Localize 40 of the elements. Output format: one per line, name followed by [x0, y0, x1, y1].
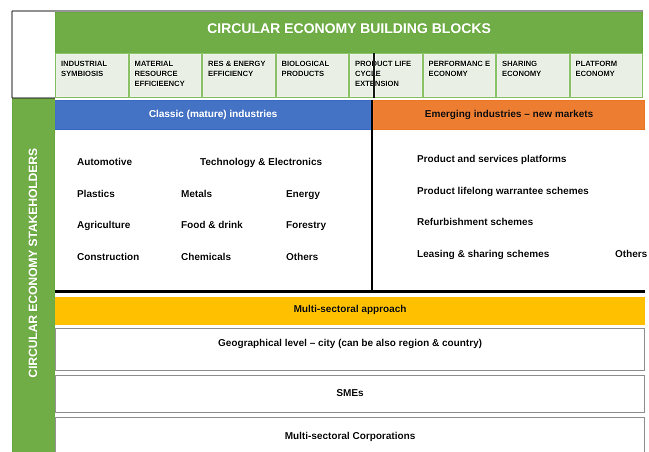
market-item: Others — [615, 248, 648, 260]
industry-item: Automotive — [77, 157, 132, 168]
market-item: Refurbishment schemes — [417, 217, 534, 228]
building-block-cell — [128, 53, 202, 98]
band-label: Multi-sectoral approach — [292, 304, 408, 315]
industry-item: Chemicals — [181, 252, 232, 262]
industry-item: Food & drink — [181, 220, 243, 231]
building-block-cell — [55, 53, 128, 98]
market-item: Leasing & sharing schemes — [417, 248, 550, 260]
industry-item: Others — [286, 252, 318, 262]
building-block-cell — [349, 53, 422, 98]
building-block-cell — [276, 53, 349, 98]
side-band — [12, 98, 55, 452]
building-block-cell — [202, 53, 276, 98]
market-item: Product lifelong warrantee schemes — [417, 186, 589, 196]
approach-band — [55, 297, 645, 325]
market-item: Product and services platforms — [417, 154, 566, 165]
level-band — [55, 328, 645, 371]
industry-item: Agriculture — [77, 220, 130, 231]
level-band — [55, 417, 645, 452]
industry-item: Forestry — [286, 220, 326, 231]
industry-item: Metals — [181, 188, 212, 200]
band-label: Multi-sectoral Corporations — [284, 431, 416, 442]
building-block-cell — [570, 53, 643, 98]
industry-panel — [55, 100, 373, 293]
panel-header: Emerging industries – new markets — [373, 100, 645, 130]
band-label: SMEs — [335, 388, 365, 399]
level-band — [55, 375, 645, 413]
industry-panel — [373, 100, 645, 293]
building-block-cell — [422, 53, 496, 98]
industry-item: Technology & Electronics — [200, 157, 322, 168]
band-title: CIRCULAR ECONOMY STAKEHOLDERS — [26, 148, 40, 378]
industry-item: Construction — [77, 252, 140, 262]
panel-header: Classic (mature) industries — [55, 100, 371, 130]
industry-item: Plastics — [77, 188, 115, 200]
industry-item: Energy — [286, 188, 320, 200]
band-label: Geographical level – city (can be also region & country) — [217, 338, 483, 349]
title-band — [55, 12, 643, 98]
band-title: CIRCULAR ECONOMY BUILDING BLOCKS — [206, 20, 492, 36]
building-block-cell — [496, 53, 570, 98]
